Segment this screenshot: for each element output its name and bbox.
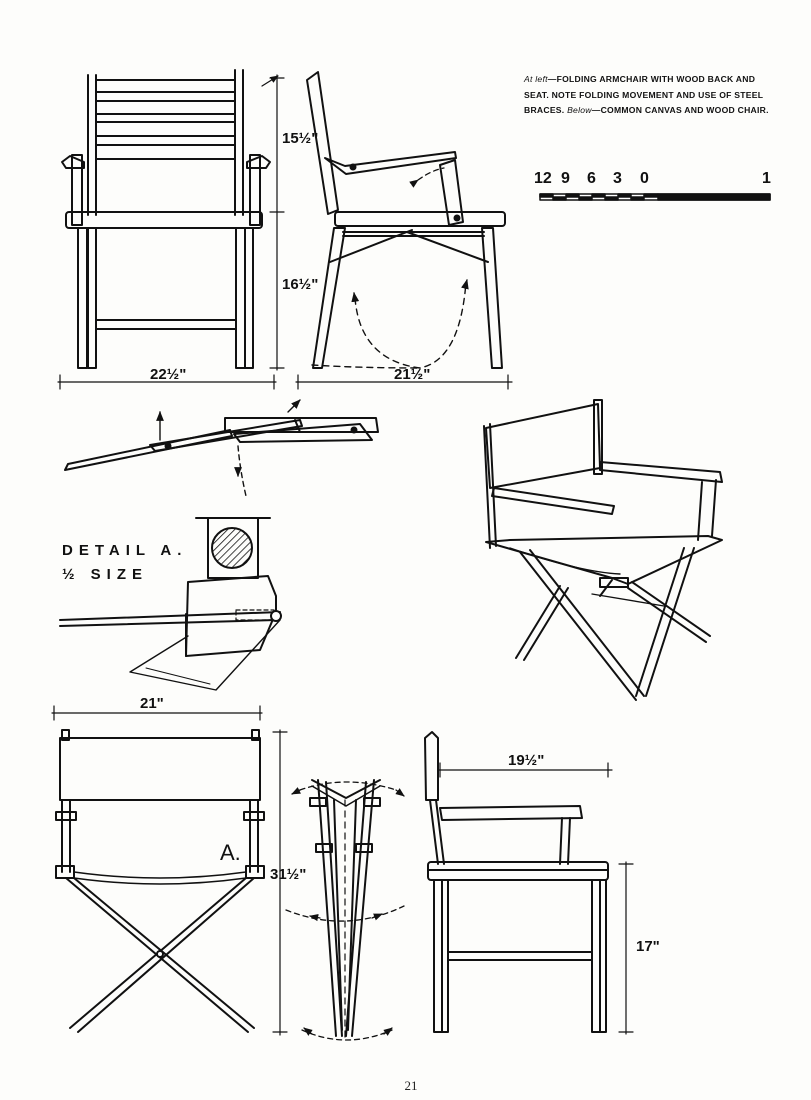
- dim-canvas-side-depth: 19½": [508, 752, 545, 769]
- scale-bar: [539, 193, 771, 201]
- detail-a-title: DETAIL A.: [62, 542, 188, 559]
- page-number: 21: [404, 1078, 418, 1093]
- detail-a-marker: A.: [220, 840, 241, 865]
- detail-a-size: ½ SIZE: [62, 566, 149, 583]
- scale-label-1: 1: [762, 170, 771, 187]
- dim-canvas-front-width: 21": [140, 695, 164, 712]
- dimension-line-canvas-seat-height: [618, 861, 634, 1035]
- armchair-front-view: [61, 69, 271, 369]
- dim-armchair-front-width: 22½": [150, 366, 187, 383]
- canvas-chair-side-view: [424, 731, 609, 1033]
- scale-label-0: 0: [640, 170, 649, 187]
- detail-a-drawing: [59, 517, 282, 691]
- folded-chair-view: [285, 779, 405, 1041]
- figure-caption: At left—FOLDING ARMCHAIR WITH WOOD BACK …: [524, 72, 772, 119]
- dim-canvas-seat-height: 17": [636, 938, 660, 955]
- dimension-line-canvas-side-depth: [437, 762, 613, 778]
- scale-labels: 12 9 6 3 0 1: [532, 170, 782, 192]
- scale-label-9: 9: [561, 170, 570, 187]
- dim-armchair-seat-height: 16½": [282, 276, 319, 293]
- armchair-side-view: [306, 71, 506, 369]
- canvas-chair-perspective: [483, 399, 723, 701]
- scale-label-12: 12: [534, 170, 552, 187]
- scale-label-6: 6: [587, 170, 596, 187]
- dimension-line-canvas-height: [272, 729, 288, 1036]
- folding-mechanism-view: [64, 399, 379, 497]
- dimension-line-side-depth: [295, 374, 513, 390]
- dimension-line-armchair-height: [261, 74, 285, 371]
- caption-part-one: —FOLDING ARMCHAIR WITH WOOD BACK AND SEA…: [524, 74, 764, 115]
- dim-armchair-side-depth: 21½": [394, 366, 431, 383]
- scale-label-3: 3: [613, 170, 622, 187]
- caption-part-two: —COMMON CANVAS AND WOOD CHAIR.: [591, 105, 769, 115]
- dim-canvas-total-height: 31½": [270, 866, 307, 883]
- caption-lead-two: Below: [567, 105, 592, 115]
- caption-lead: At left: [524, 74, 548, 84]
- dimension-line-front-width: [57, 374, 277, 390]
- canvas-chair-front-view: [51, 705, 265, 1033]
- dim-armchair-back-height: 15½": [282, 130, 319, 147]
